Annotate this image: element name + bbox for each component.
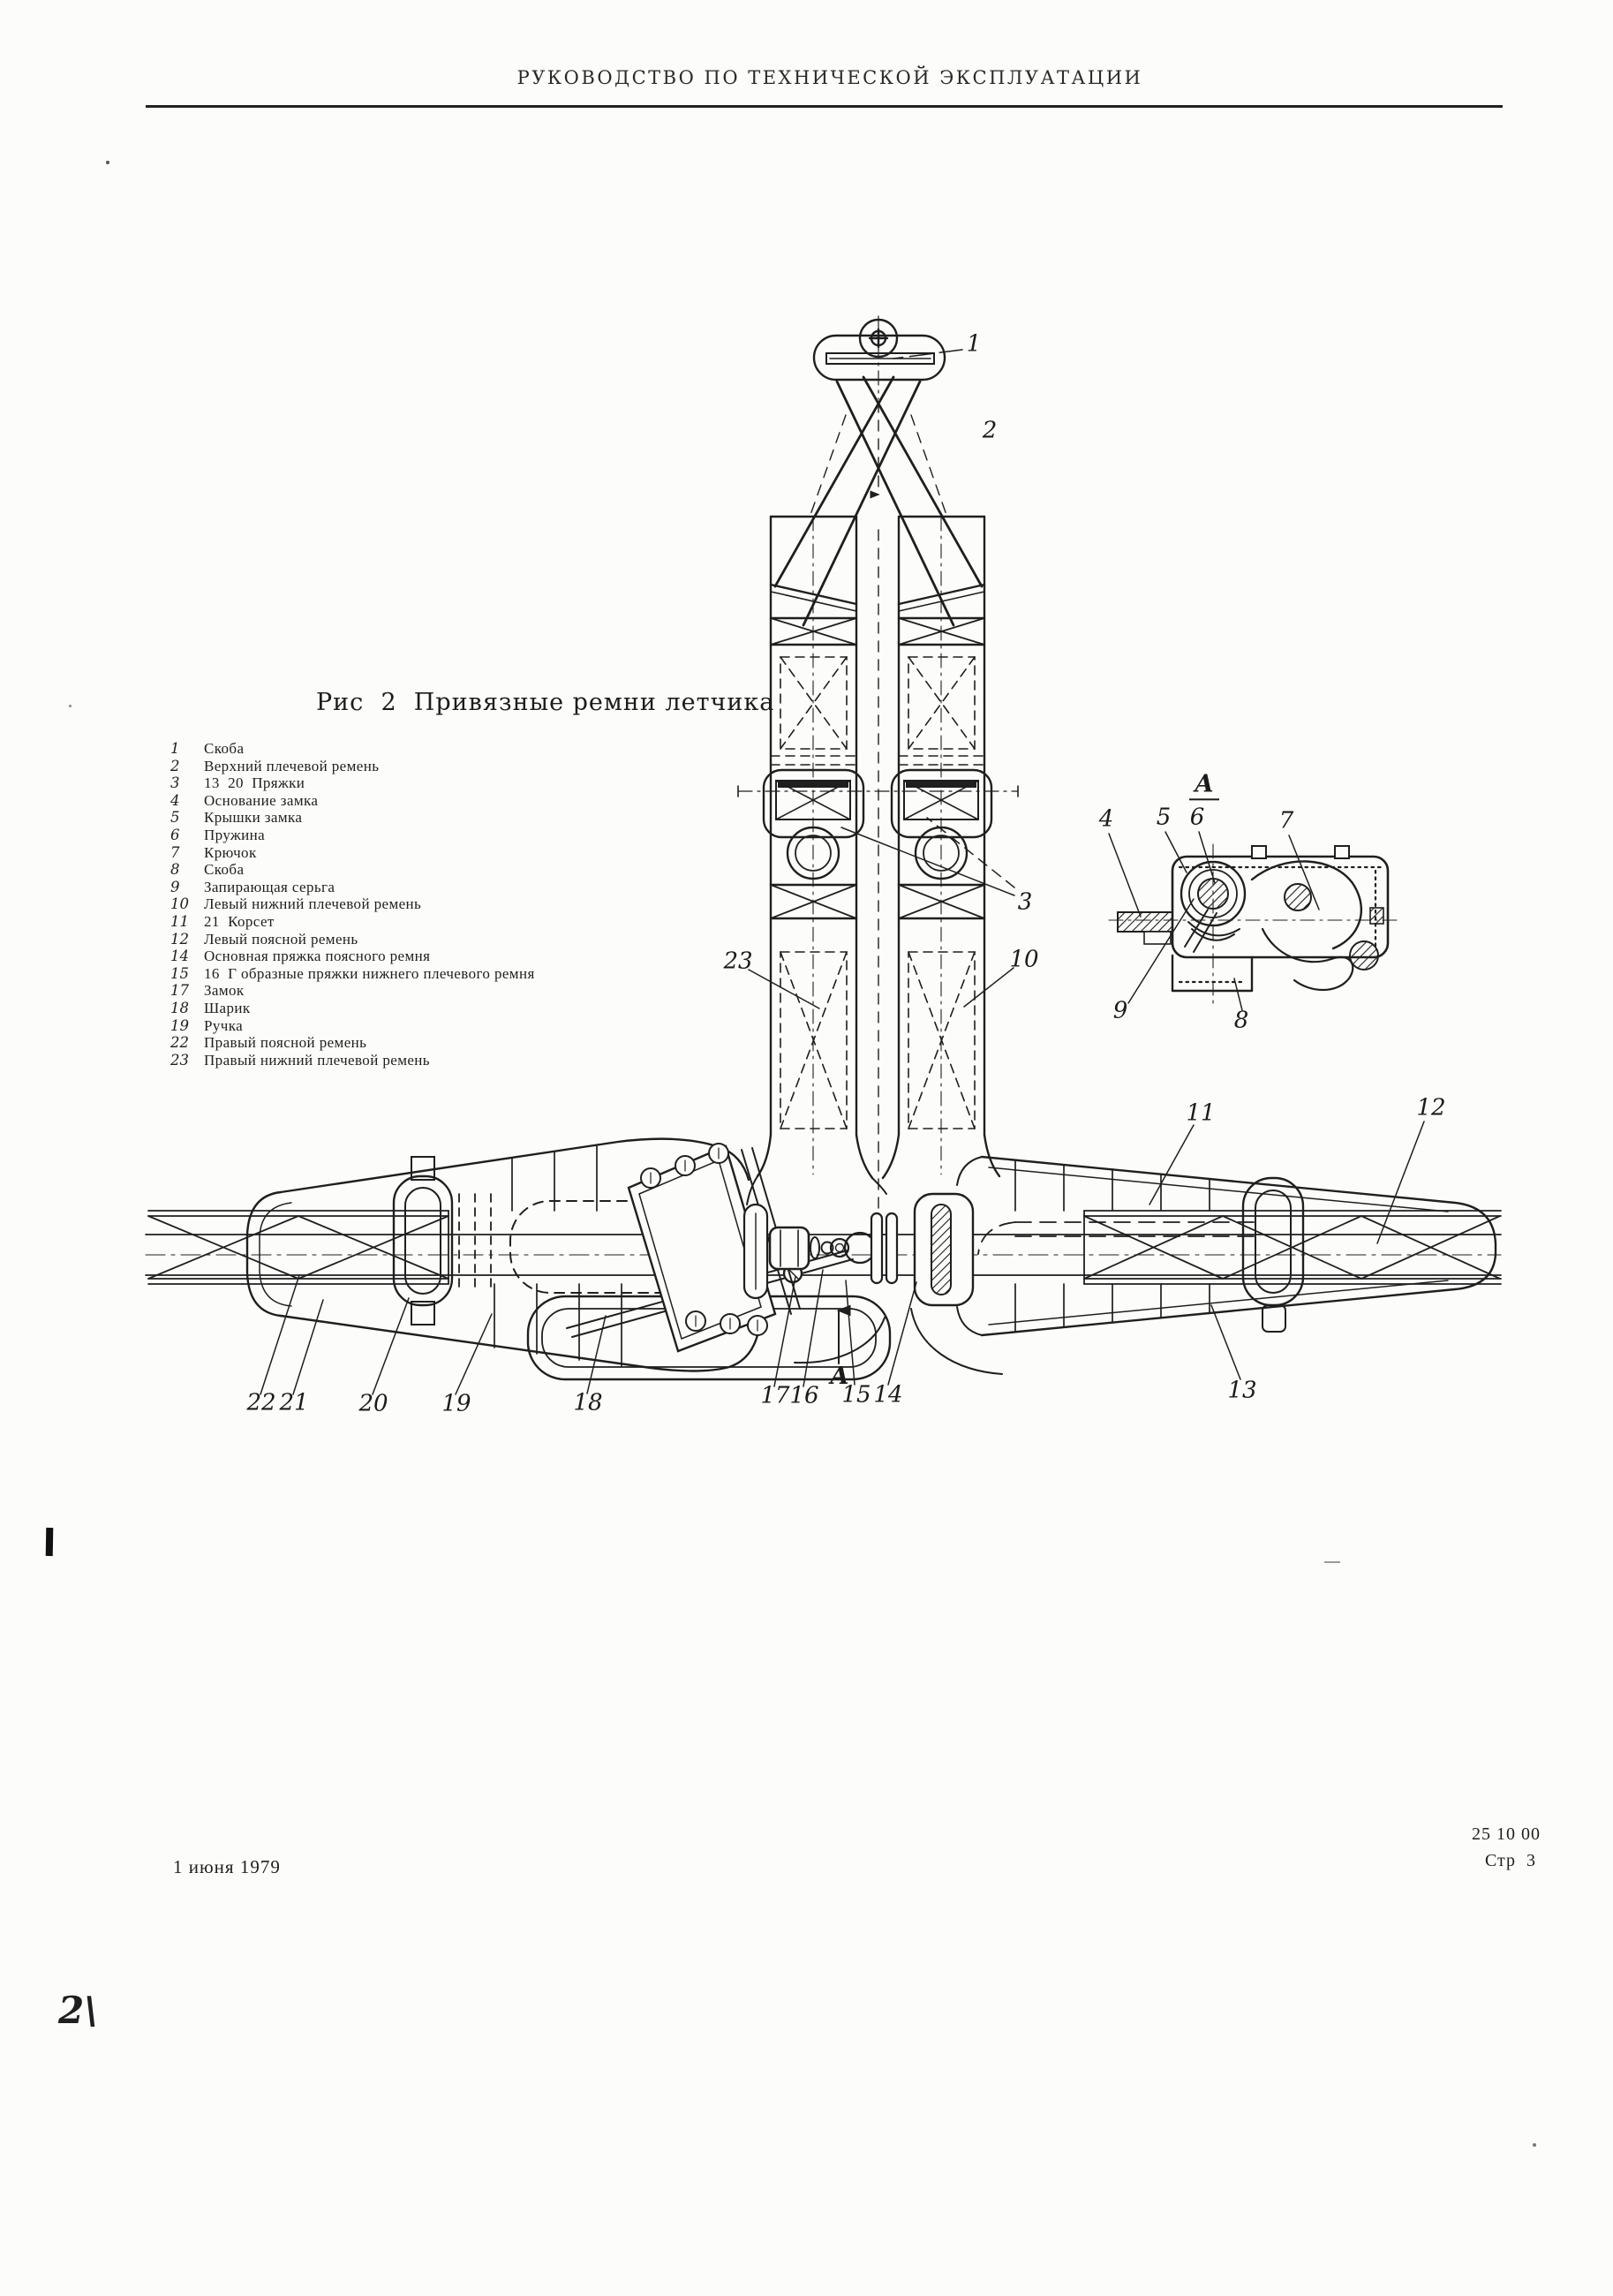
legend-item-label: Запирающая серьга: [204, 878, 335, 895]
legend-item-number: 23: [170, 1051, 189, 1069]
scan-artifact-dot: [1533, 2143, 1536, 2147]
legend-item: 9 Запирающая серьга: [170, 879, 535, 896]
legend-item-label: Пружина: [204, 826, 266, 843]
lock-detail-view: [1108, 843, 1399, 1008]
legend-item-label: 13 20 Пряжки: [204, 774, 305, 792]
header-rule: [146, 105, 1503, 108]
legend-item-number: 22: [170, 1034, 189, 1052]
legend-item-label: Основание замка: [204, 791, 319, 809]
scan-artifact-bar: [45, 1527, 54, 1557]
legend-item: 19 Ручка: [170, 1017, 535, 1035]
right-lower-shoulder-strap: [737, 515, 1019, 1180]
legend-item-label: Правый поясной ремень: [204, 1034, 367, 1052]
legend-item-label: 21 Корсет: [204, 912, 275, 930]
footer-section-code: 25 10 00: [1472, 1824, 1541, 1844]
legend-item-label: Крышки замка: [204, 809, 303, 827]
legend-item-number: 3: [170, 774, 180, 792]
legend-item-number: 1: [170, 740, 180, 757]
page-number-mark: 2\: [58, 1989, 98, 2032]
legend-item: 18 Шарик: [170, 1000, 535, 1017]
legend-item: 23 Правый нижний плечевой ремень: [170, 1052, 535, 1069]
top-bracket: [812, 315, 946, 400]
legend-item-number: 15: [170, 964, 189, 982]
upper-shoulder-straps: [773, 375, 984, 1230]
legend-item-number: 14: [170, 948, 189, 965]
legend-item-number: 10: [170, 895, 189, 913]
legend-item: 6 Пружина: [170, 827, 535, 844]
left-buckle: [392, 1156, 705, 1325]
figure-caption: Рис 2 Привязные ремни летчика: [316, 689, 775, 716]
legend-item-number: 11: [170, 912, 189, 930]
legend-item-number: 4: [170, 791, 180, 809]
legend-item-number: 18: [170, 999, 189, 1016]
scan-artifact-dot: [69, 705, 72, 707]
legend-item: 5 Крышки замка: [170, 809, 535, 827]
legend-item: 8 Скоба: [170, 861, 535, 879]
footer-date: 1 июня 1979: [173, 1856, 281, 1877]
footer-page-label: Стр 3: [1484, 1851, 1536, 1870]
legend-item: 12 Левый поясной ремень: [170, 931, 535, 948]
legend-item-label: Левый нижний плечевой ремень: [204, 895, 422, 913]
central-lock: [742, 1175, 1003, 1375]
legend-item-number: 7: [170, 843, 180, 861]
legend-item-label: Крючок: [204, 843, 257, 861]
legend-item-label: Шарик: [204, 999, 251, 1016]
left-lower-shoulder-strap: [756, 515, 874, 1180]
legend-item-number: 8: [170, 861, 180, 879]
right-buckle: [1241, 1176, 1305, 1333]
legend-item: 3 13 20 Пряжки: [170, 774, 535, 792]
legend-item-number: 2: [170, 757, 180, 774]
legend-item: 7 Крючок: [170, 844, 535, 862]
legend-item-number: 9: [170, 878, 180, 895]
callout-leaders: [260, 349, 1425, 1395]
legend-item-number: 6: [170, 826, 180, 843]
legend-item-number: 19: [170, 1016, 189, 1034]
legend-item-label: Замок: [204, 982, 245, 1000]
legend-item-label: Скоба: [204, 861, 245, 879]
page-header: РУКОВОДСТВО ПО ТЕХНИЧЕСКОЙ ЭКСПЛУАТАЦИИ: [516, 67, 1143, 88]
legend-item-label: Левый поясной ремень: [204, 930, 358, 948]
legend-item: 15 16 Г образные пряжки нижнего плечевого…: [170, 965, 535, 983]
legend-item: 11 21 Корсет: [170, 913, 535, 931]
legend-item-label: 16 Г образные пряжки нижнего плечевого р…: [204, 964, 535, 982]
legend-item-label: Скоба: [204, 740, 245, 757]
legend-item: 1 Скоба: [170, 740, 535, 758]
legend-item: 22 Правый поясной ремень: [170, 1034, 535, 1052]
legend-item: 17 Замок: [170, 982, 535, 1000]
legend-item-label: Ручка: [204, 1016, 244, 1034]
legend-item: 2 Верхний плечевой ремень: [170, 758, 535, 775]
legend-item-number: 17: [170, 982, 189, 1000]
right-corset: [956, 1155, 1497, 1337]
legend-item-number: 5: [170, 809, 180, 827]
legend-item: 14 Основная пряжка поясного ремня: [170, 948, 535, 965]
legend-item-label: Правый нижний плечевой ремень: [204, 1051, 430, 1069]
legend-item: 4 Основание замка: [170, 792, 535, 810]
lap-belt: [145, 1210, 1502, 1285]
scan-artifact-dot: [106, 161, 109, 164]
legend-item: 10 Левый нижний плечевой ремень: [170, 895, 535, 913]
legend-item-label: Верхний плечевой ремень: [204, 757, 380, 774]
scan-artifact-dash: [1324, 1561, 1340, 1563]
legend-item-number: 12: [170, 930, 189, 948]
legend-item-label: Основная пряжка поясного ремня: [204, 948, 431, 965]
